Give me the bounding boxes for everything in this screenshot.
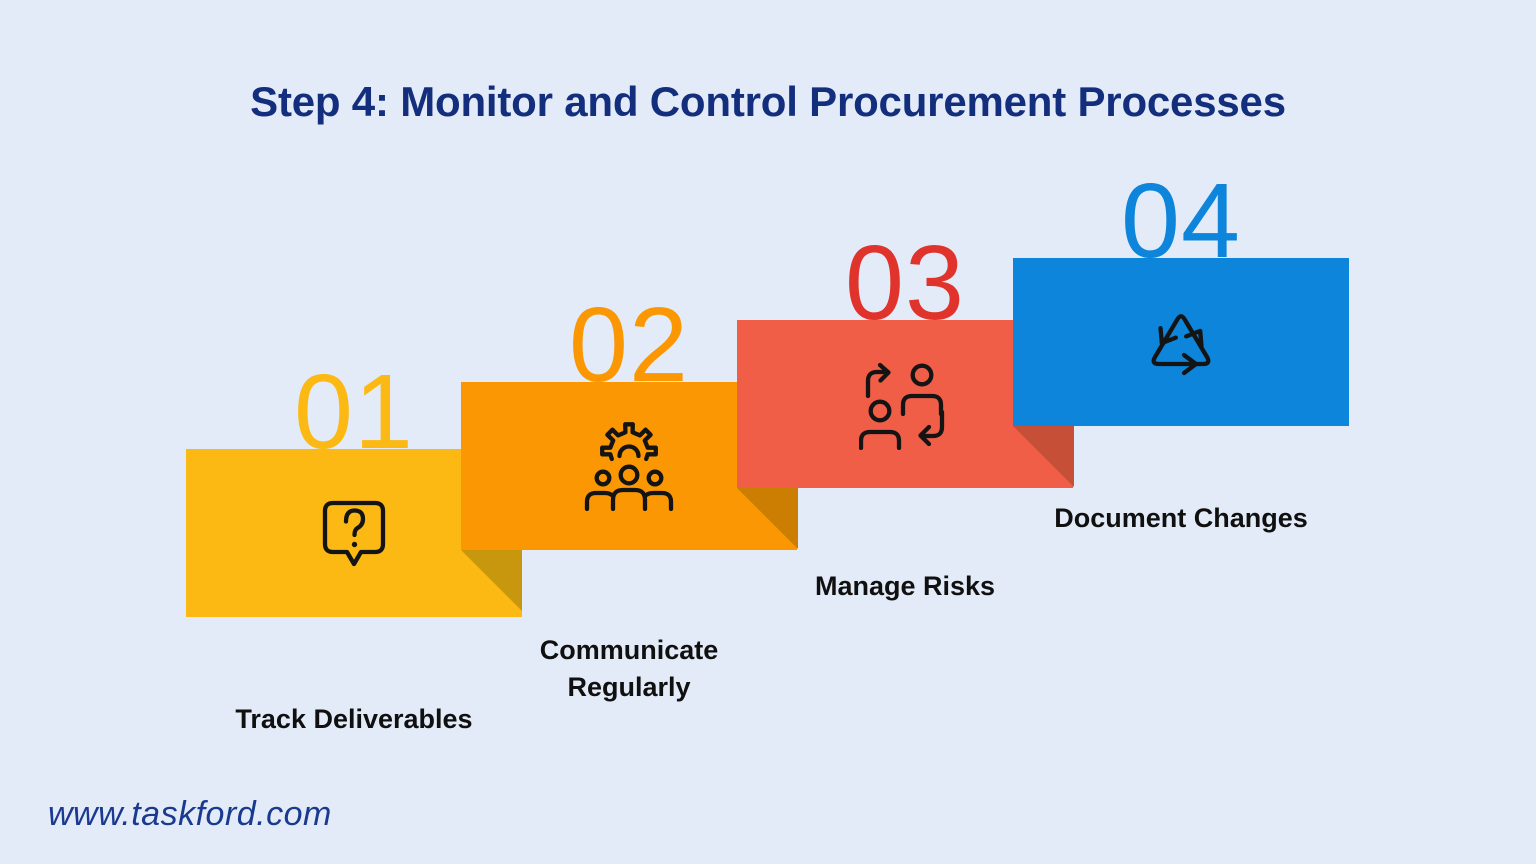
step-4: 04 Document Changes	[1013, 168, 1349, 533]
step-number: 02	[569, 286, 689, 404]
people-exchange-icon	[859, 358, 951, 450]
step-box	[1013, 258, 1349, 426]
step-number: 01	[294, 353, 414, 471]
step-number: 03	[845, 224, 965, 342]
question-bubble-icon	[314, 495, 394, 571]
recycle-arrows-icon	[1139, 306, 1223, 378]
step-label: Communicate Regularly	[539, 635, 719, 702]
website-text: www.taskford.com	[48, 795, 332, 833]
page-title: Step 4: Monitor and Control Procurement …	[250, 78, 1286, 125]
step-label: Document Changes	[1054, 503, 1308, 533]
step-number: 04	[1121, 162, 1241, 280]
team-gear-icon	[579, 421, 679, 511]
step-label: Manage Risks	[814, 571, 996, 601]
step-label: Track Deliverables	[235, 704, 473, 734]
